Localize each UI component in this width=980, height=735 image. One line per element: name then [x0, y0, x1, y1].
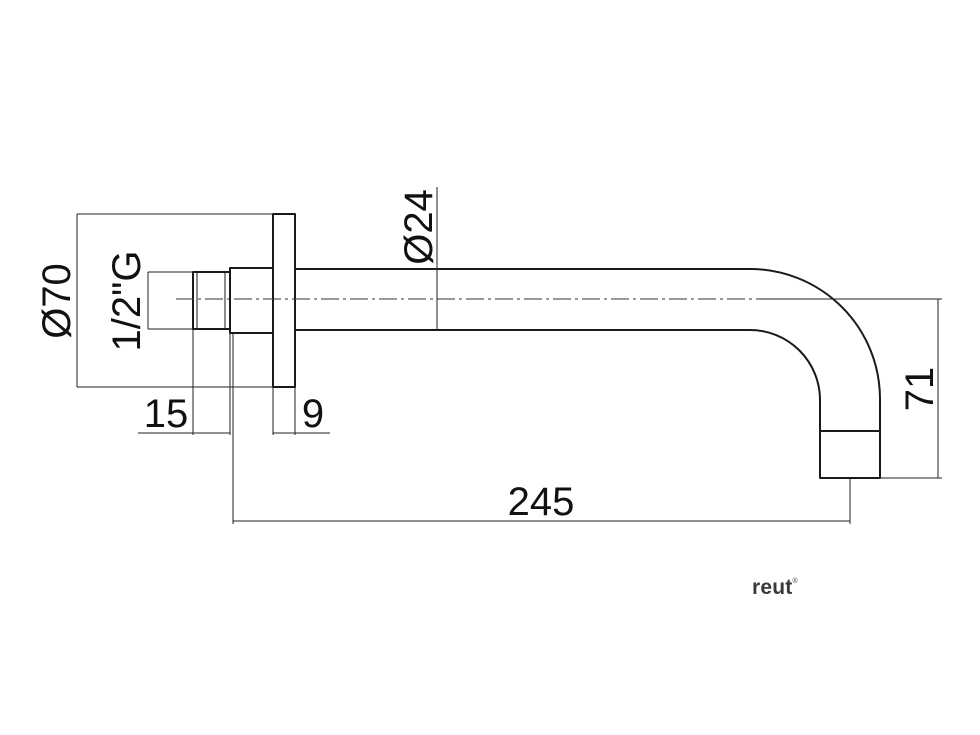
dimension-drop-height: 71 — [760, 298, 942, 479]
arm-length-label: 245 — [508, 480, 575, 524]
dimension-flange-diameter: Ø70 — [35, 213, 273, 388]
threaded-connector — [192, 271, 231, 330]
dimension-thread-length: 15 — [138, 329, 231, 436]
dimension-pipe-diameter: Ø24 — [397, 187, 441, 330]
thread-label: 1/2"G — [105, 251, 149, 352]
shower-arm-body — [176, 213, 940, 479]
flange-thickness-label: 9 — [302, 392, 324, 436]
thread-length-label: 15 — [144, 392, 189, 436]
wall-flange — [272, 213, 296, 388]
brand-name: reut — [752, 576, 793, 599]
pipe-diameter-label: Ø24 — [397, 189, 441, 265]
brand-logo: reut® — [752, 576, 798, 600]
arm-tube — [294, 268, 881, 432]
outlet-nozzle — [819, 430, 881, 479]
registered-mark: ® — [792, 578, 798, 585]
dimension-arm-length: 245 — [232, 333, 851, 524]
dimension-annotations: Ø70 1/2"G Ø24 15 9 — [35, 187, 942, 524]
flange-diameter-label: Ø70 — [35, 263, 79, 339]
dimension-flange-thickness: 9 — [272, 387, 330, 436]
drop-height-label: 71 — [898, 367, 942, 412]
connector-collar — [229, 267, 274, 334]
dimension-thread: 1/2"G — [105, 251, 193, 352]
